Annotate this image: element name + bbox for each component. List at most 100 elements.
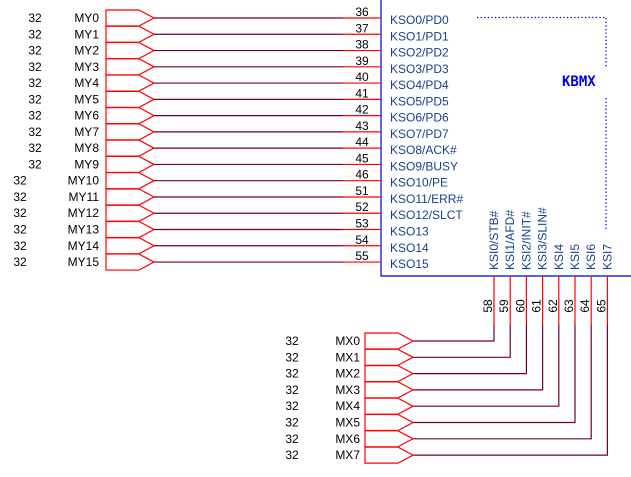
pin-signal-name: KSO0/PD0 bbox=[390, 13, 449, 27]
wire bbox=[413, 325, 527, 375]
pin-number: 58 bbox=[481, 299, 495, 313]
port-symbol[interactable] bbox=[105, 90, 156, 108]
pin-number: 37 bbox=[355, 21, 369, 35]
pin-number: 61 bbox=[530, 299, 544, 313]
net-label: MY14 bbox=[68, 239, 100, 253]
port-symbol[interactable] bbox=[364, 381, 415, 399]
pin-number: 41 bbox=[355, 86, 369, 100]
pin-number: 40 bbox=[355, 70, 369, 84]
port-symbol[interactable] bbox=[105, 155, 156, 174]
sheet-ref: 32 bbox=[13, 255, 27, 269]
net-label: MY1 bbox=[74, 27, 99, 41]
port-symbol[interactable] bbox=[364, 332, 415, 350]
port-symbol[interactable] bbox=[105, 9, 156, 27]
pin-number: 44 bbox=[355, 135, 369, 149]
pin-number: 42 bbox=[355, 103, 369, 117]
pin-signal-name: KSI6 bbox=[584, 244, 598, 270]
pin-number: 54 bbox=[355, 233, 369, 247]
net-label: MY12 bbox=[68, 206, 100, 220]
port-symbol[interactable] bbox=[364, 365, 415, 383]
port-symbol[interactable] bbox=[105, 41, 156, 60]
pin-number: 62 bbox=[546, 299, 560, 313]
pin-signal-name: KSO14 bbox=[390, 241, 429, 255]
sheet-ref: 32 bbox=[28, 92, 42, 106]
pin-number: 39 bbox=[355, 54, 369, 68]
pin-number: 45 bbox=[355, 151, 369, 165]
port-symbol[interactable] bbox=[105, 172, 156, 190]
wire bbox=[413, 325, 592, 440]
wire bbox=[413, 325, 608, 456]
pin-signal-name: KSO9/BUSY bbox=[390, 159, 458, 173]
pin-number: 63 bbox=[562, 299, 576, 313]
port-symbol[interactable] bbox=[105, 204, 156, 222]
pin-signal-name: KSO10/PE bbox=[390, 176, 448, 190]
port-symbol[interactable] bbox=[105, 253, 156, 271]
port-symbol[interactable] bbox=[105, 58, 156, 76]
pin-number: 60 bbox=[513, 299, 527, 313]
net-label: MY10 bbox=[68, 174, 100, 188]
sheet-ref: 32 bbox=[285, 350, 299, 364]
net-label: MY7 bbox=[74, 125, 99, 139]
net-label: MY0 bbox=[74, 11, 99, 25]
pin-signal-name: KSO5/PD5 bbox=[390, 94, 449, 108]
net-label: MX1 bbox=[335, 350, 360, 364]
pin-number: 38 bbox=[355, 38, 369, 52]
pin-signal-name: KSI0/STB# bbox=[487, 210, 501, 270]
port-symbol[interactable] bbox=[105, 220, 156, 239]
port-symbol[interactable] bbox=[105, 107, 156, 125]
port-symbol[interactable] bbox=[105, 25, 156, 43]
port-symbol[interactable] bbox=[364, 413, 415, 432]
sheet-ref: 32 bbox=[28, 141, 42, 155]
pin-number: 59 bbox=[497, 299, 511, 313]
port-symbol[interactable] bbox=[364, 348, 415, 366]
port-symbol[interactable] bbox=[364, 430, 415, 448]
pin-signal-name: KSO1/PD1 bbox=[390, 29, 449, 43]
sheet-ref: 32 bbox=[28, 44, 42, 58]
port-symbol[interactable] bbox=[105, 74, 156, 92]
net-label: MX4 bbox=[335, 399, 360, 413]
sheet-ref: 32 bbox=[28, 60, 42, 74]
sheet-ref: 32 bbox=[28, 27, 42, 41]
pin-signal-name: KSI3/SLIN# bbox=[536, 207, 550, 270]
port-symbol[interactable] bbox=[105, 188, 156, 206]
sheet-ref: 32 bbox=[285, 432, 299, 446]
port-symbol[interactable] bbox=[105, 123, 156, 141]
port-symbol[interactable] bbox=[364, 397, 415, 415]
pin-number: 46 bbox=[355, 168, 369, 182]
wire bbox=[413, 325, 560, 407]
bottom-port-row[interactable]: KSI1/AFD# 59 32 MX1 bbox=[285, 210, 517, 366]
port-symbol[interactable] bbox=[364, 446, 415, 464]
pin-signal-name: KSI1/AFD# bbox=[503, 210, 517, 270]
sheet-ref: 32 bbox=[28, 11, 42, 25]
port-symbol[interactable] bbox=[105, 139, 156, 157]
sheet-ref: 32 bbox=[13, 223, 27, 237]
pin-number: 43 bbox=[355, 119, 369, 133]
pin-signal-name: KSO7/PD7 bbox=[390, 127, 449, 141]
port-symbol[interactable] bbox=[105, 237, 156, 255]
pin-signal-name: KSO12/SLCT bbox=[390, 208, 463, 222]
